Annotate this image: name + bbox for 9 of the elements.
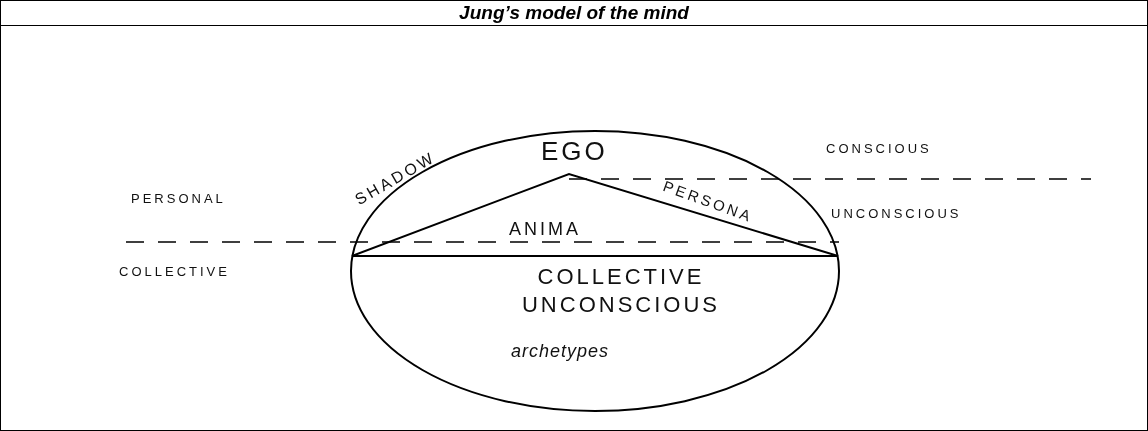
level-label: UNCONSCIOUS xyxy=(831,206,962,221)
region-label: archetypes xyxy=(511,341,610,362)
region-label: COLLECTIVE UNCONSCIOUS xyxy=(521,263,721,319)
level-label: COLLECTIVE xyxy=(119,264,230,279)
diagram-title: Jung’s model of the mind xyxy=(1,1,1147,26)
region-label: ANIMA xyxy=(509,219,581,240)
region-label: EGO xyxy=(541,136,608,167)
level-label: PERSONAL xyxy=(131,191,226,206)
level-label: CONSCIOUS xyxy=(826,141,932,156)
